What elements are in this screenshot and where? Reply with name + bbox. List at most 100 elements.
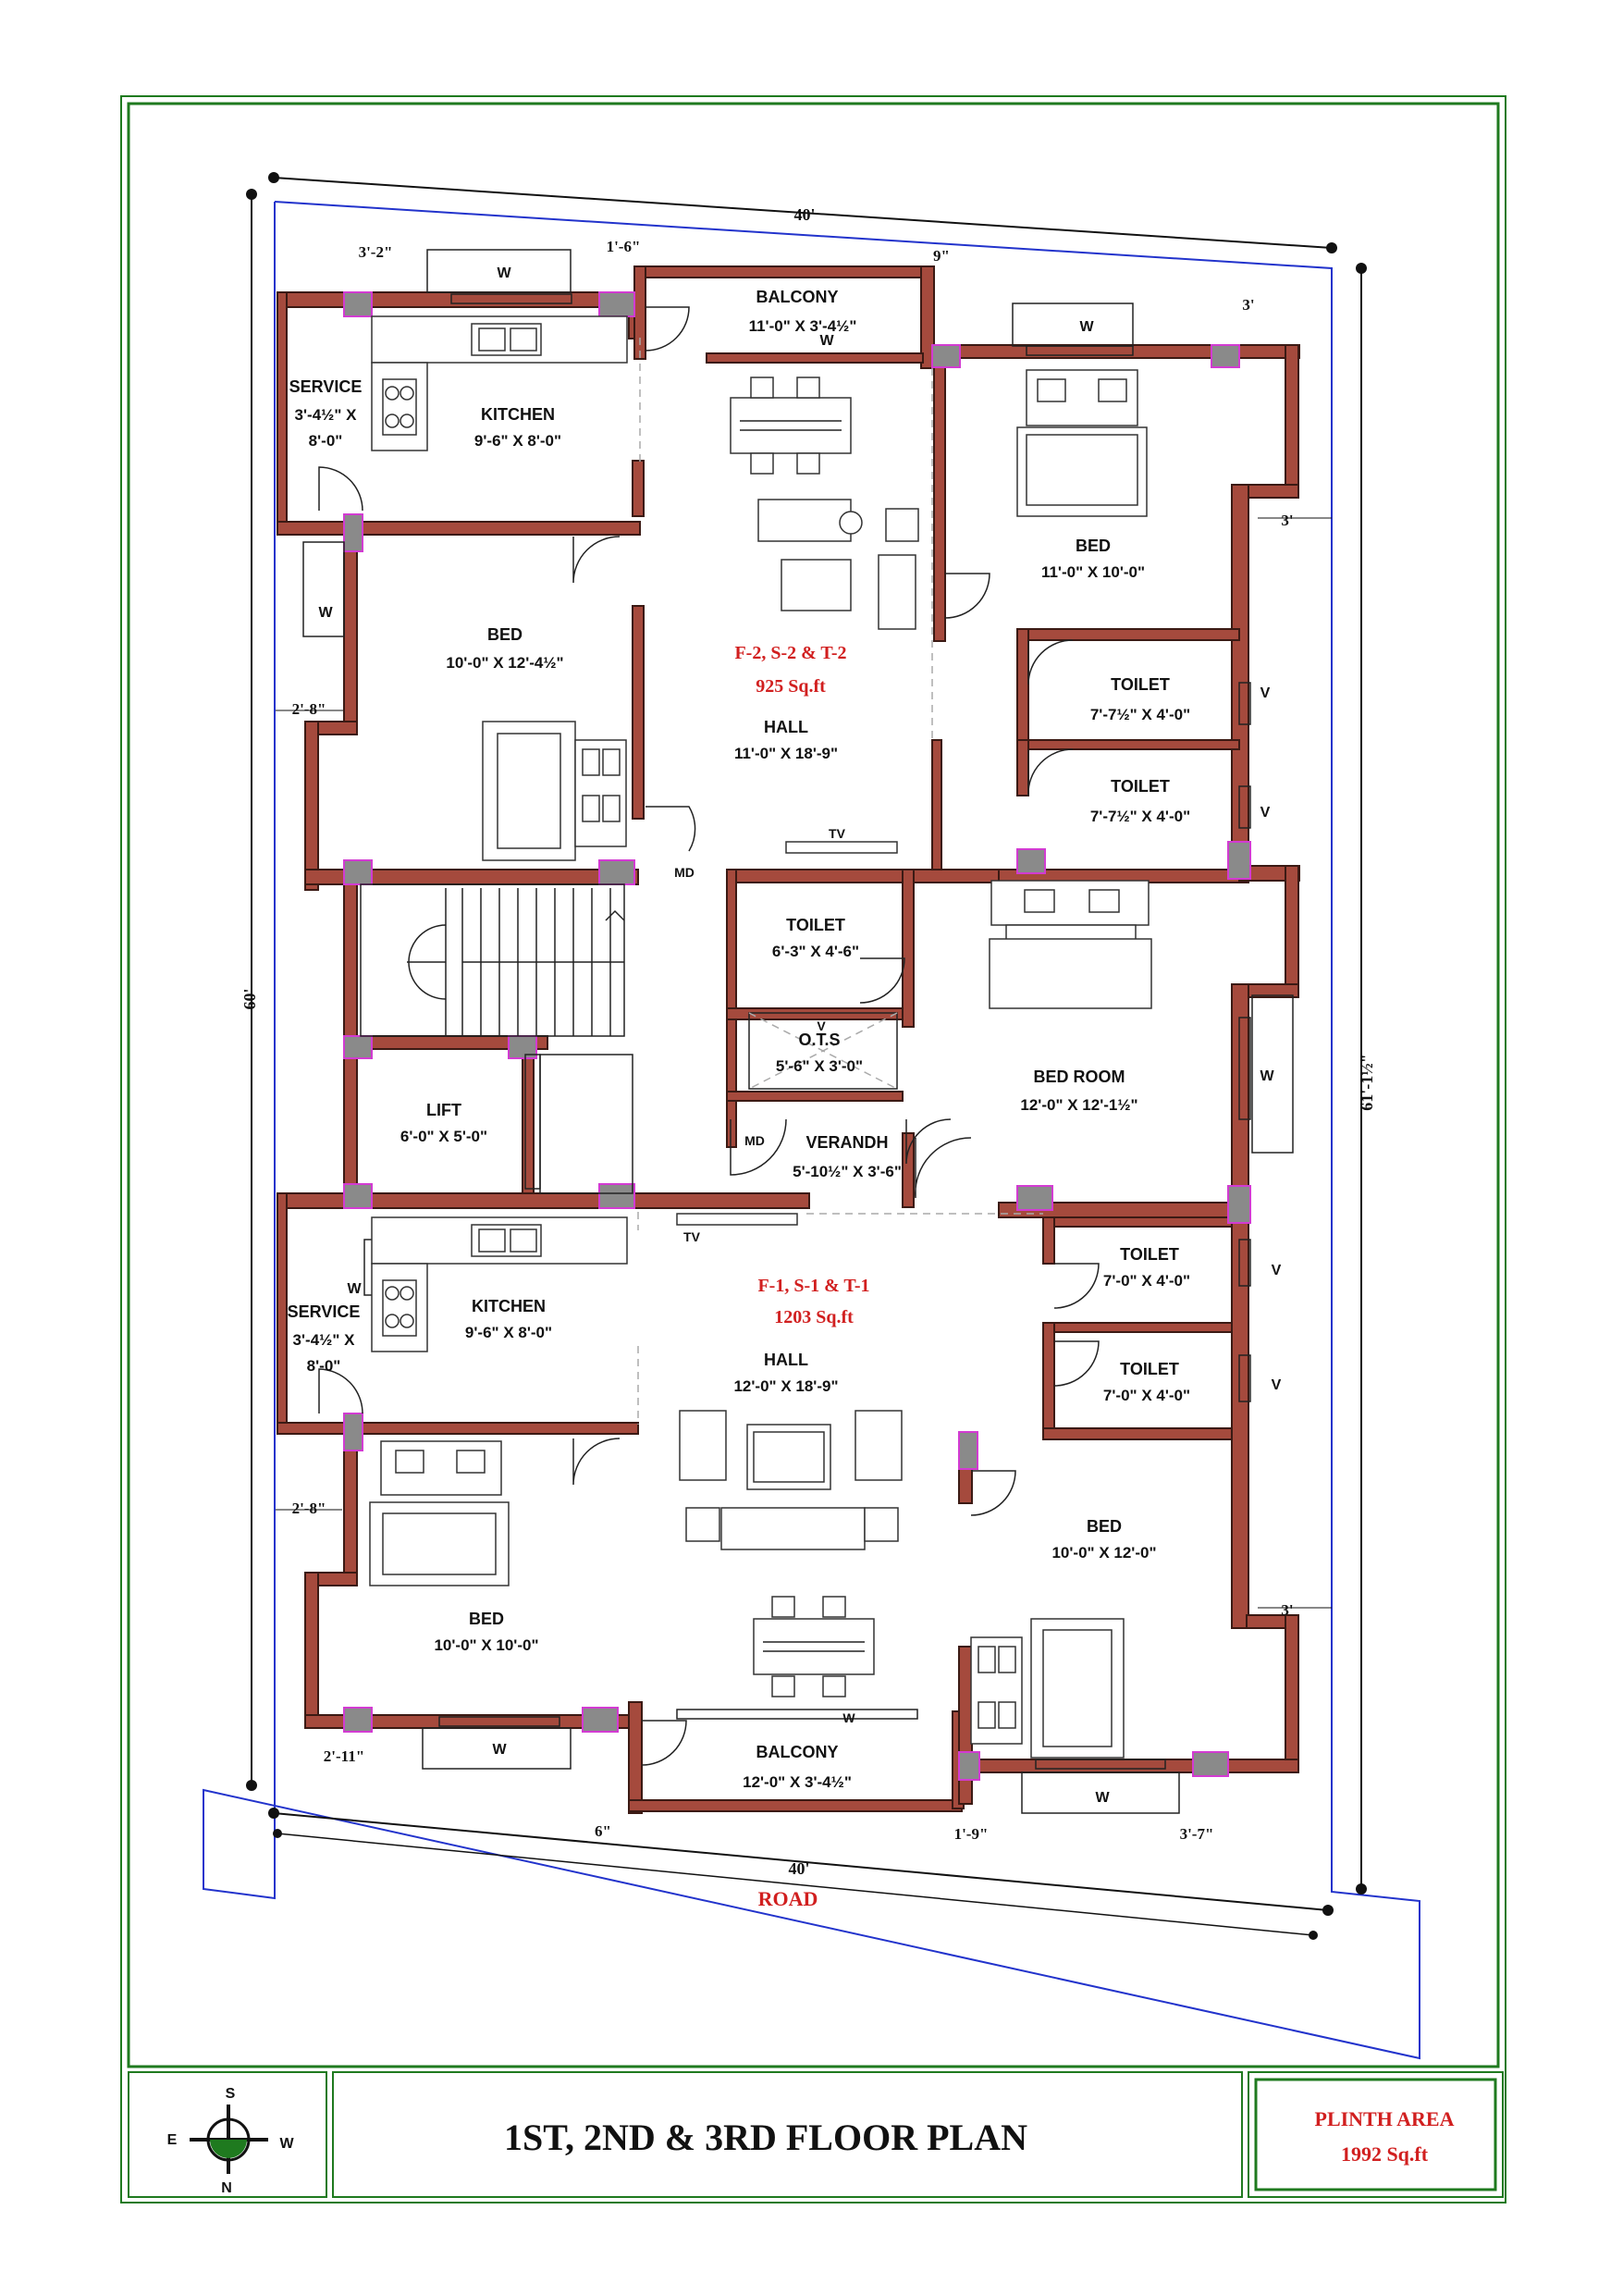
lower-bed-right-size: 10'-0" X 12'-0" [1051, 1544, 1156, 1562]
kitchen-fixtures [371, 315, 628, 1352]
upper-toilet-b-name: TOILET [1111, 777, 1170, 796]
window-label-bed-room: W [1260, 1068, 1274, 1084]
middle-toilet-size: 6'-3" X 4'-6" [772, 943, 859, 960]
dim-6: 6" [595, 1822, 611, 1840]
lower-balcony-size: 12'-0" X 3'-4½" [743, 1773, 852, 1791]
lower-bed-right-name: BED [1087, 1517, 1122, 1536]
ots-name: O.T.S [798, 1031, 840, 1049]
lower-toilet-a-name: TOILET [1120, 1245, 1179, 1264]
doors [318, 306, 1100, 1766]
bed-room-size: 12'-0" X 12'-1½" [1020, 1096, 1137, 1114]
window-label-kitchen: W [497, 265, 511, 281]
dim-3-7: 3'-7" [1180, 1825, 1214, 1843]
bed-room-name: BED ROOM [1034, 1068, 1125, 1086]
road-label: ROAD [758, 1887, 818, 1910]
compass-box [128, 2071, 327, 2198]
upper-service-name: SERVICE [289, 377, 363, 396]
window-label-lower-balcony: W [842, 1710, 855, 1725]
lower-service-size1: 3'-4½" X [293, 1331, 356, 1349]
upper-unit-area: 925 Sq.ft [756, 676, 826, 697]
lower-hall-furniture [679, 1410, 903, 1697]
lower-bed-left-size: 10'-0" X 10'-0" [434, 1636, 538, 1654]
dim-2-11: 2'-11" [324, 1747, 364, 1765]
outer-frame [120, 95, 1506, 2203]
verandh-name: VERANDH [805, 1133, 888, 1152]
window-label-lower-service: W [347, 1281, 362, 1297]
upper-toilet-a-name: TOILET [1111, 675, 1170, 694]
dim-2-8-upper: 2'-8" [292, 700, 326, 718]
dim-2-8-lower: 2'-8" [292, 1500, 326, 1517]
lower-service-name: SERVICE [288, 1302, 361, 1321]
lift-name: LIFT [426, 1101, 461, 1119]
lower-toilet-b-name: TOILET [1120, 1360, 1179, 1378]
window-label-bed-left: W [318, 605, 333, 621]
window-frames [302, 249, 1294, 1814]
window-label-lower-bed-right: W [1095, 1790, 1110, 1806]
compass-icon [190, 2105, 268, 2174]
main-door-label-upper: MD [674, 865, 695, 880]
window-label-bed-right: W [1079, 319, 1094, 335]
compass-n: N [221, 2180, 232, 2196]
ventilator-label-1: V [1260, 685, 1271, 701]
lower-bed-furniture [369, 1440, 1125, 1759]
compass-e: E [167, 2132, 178, 2148]
upper-bed-left-name: BED [487, 625, 523, 644]
upper-hall-furniture [730, 376, 919, 854]
upper-hall-size: 11'-0" X 18'-9" [734, 745, 838, 762]
upper-bed-left-size: 10'-0" X 12'-4½" [446, 654, 563, 672]
walls [277, 265, 1300, 1814]
upper-hall-name: HALL [764, 718, 808, 736]
dim-3-2: 3'-2" [359, 243, 393, 261]
dim-1-9: 1'-9" [954, 1825, 989, 1843]
upper-bed-right-name: BED [1076, 537, 1111, 555]
ots-size: 5'-6" X 3'-0" [776, 1057, 863, 1075]
plot-boundary-line [203, 201, 1420, 2060]
compass-w: W [279, 2136, 294, 2152]
plinth-box-outer [1248, 2071, 1504, 2198]
upper-service-size2: 8'-0" [309, 432, 343, 450]
lower-hall-name: HALL [764, 1351, 808, 1369]
lower-toilet-b-size: 7'-0" X 4'-0" [1103, 1387, 1190, 1404]
main-door-label-lower: MD [744, 1133, 765, 1148]
verandh-size: 5'-10½" X 3'-6" [793, 1163, 902, 1180]
dim-1-6: 1'-6" [607, 238, 641, 255]
lower-unit-name: F-1, S-1 & T-1 [757, 1276, 869, 1296]
upper-toilet-a-size: 7'-7½" X 4'-0" [1090, 706, 1190, 723]
upper-unit-name: F-2, S-2 & T-2 [734, 643, 846, 663]
upper-service-size1: 3'-4½" X [295, 406, 358, 424]
ventilator-label-3: V [1272, 1263, 1282, 1278]
drawing-title: 1ST, 2ND & 3RD FLOOR PLAN [504, 2117, 1027, 2158]
middle-toilet-name: TOILET [786, 916, 845, 934]
dim-3-top: 3' [1242, 296, 1254, 314]
upper-toilet-b-size: 7'-7½" X 4'-0" [1090, 808, 1190, 825]
window-label-balcony-top: W [819, 333, 834, 349]
dim-left-depth: 60' [240, 988, 259, 1009]
lower-balcony-name: BALCONY [756, 1743, 839, 1761]
tv-label-upper: TV [829, 826, 846, 841]
dim-right-depth: 61'-1½" [1358, 1054, 1376, 1111]
dimension-lines [246, 172, 1367, 1940]
window-label-lower-bed-left: W [492, 1742, 507, 1758]
columns [343, 291, 1251, 1781]
lower-service-size2: 8'-0" [307, 1357, 341, 1375]
lower-hall-size: 12'-0" X 18'-9" [733, 1377, 838, 1395]
lower-toilet-a-size: 7'-0" X 4'-0" [1103, 1272, 1190, 1290]
ventilator-label-4: V [1272, 1377, 1282, 1393]
lift-size: 6'-0" X 5'-0" [400, 1128, 487, 1145]
upper-bed-right-size: 11'-0" X 10'-0" [1041, 563, 1145, 581]
lower-bed-left-name: BED [469, 1610, 504, 1628]
staircase [360, 883, 625, 1037]
ots-shaft [748, 1012, 898, 1090]
dim-9: 9" [933, 247, 950, 265]
upper-balcony-name: BALCONY [756, 288, 839, 306]
upper-kitchen-size: 9'-6" X 8'-0" [474, 432, 561, 450]
lift-lobby [539, 1054, 633, 1194]
tv-label-lower: TV [683, 1229, 701, 1244]
dashed-openings [637, 338, 1043, 1425]
lower-unit-area: 1203 Sq.ft [774, 1307, 854, 1327]
dim-3-low: 3' [1281, 1601, 1293, 1619]
upper-kitchen-name: KITCHEN [481, 405, 555, 424]
dim-3-mid: 3' [1281, 512, 1293, 529]
compass-s: S [226, 2086, 236, 2102]
